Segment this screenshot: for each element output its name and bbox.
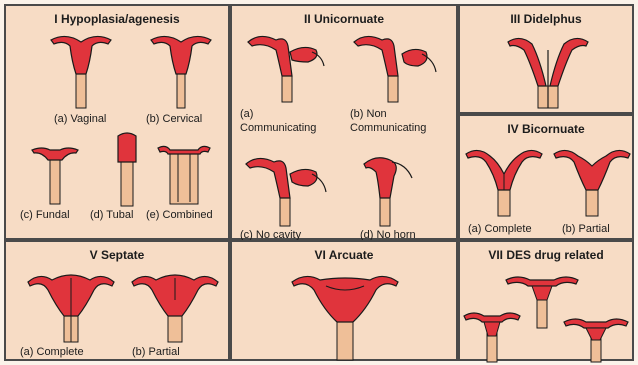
uterus-bicornuate-complete-figure [464,144,544,218]
uterus-vaginal-hypoplasia-figure [46,32,116,112]
label-fundal: (c) Fundal [20,209,70,222]
uterus-cervical-hypoplasia-figure [146,32,216,112]
label-communicating: Communicating [240,122,316,135]
uterus-unicornuate-no-horn-figure [360,152,420,228]
label-communicating-b: Communicating [350,122,426,135]
uterus-unicornuate-non-communicating-figure [352,32,438,104]
uterus-bicornuate-partial-figure [552,144,632,218]
panel-didelphus: III Didelphus [458,4,634,114]
uterus-unicornuate-no-cavity-figure [244,152,330,228]
panel-unicornuate: II Unicornuate (a) Communicating (b) Non… [230,4,458,240]
panel-title-hypoplasia: I Hypoplasia/agenesis [6,12,228,26]
uterus-fundal-hypoplasia-figure [30,140,80,206]
panel-arcuate: VI Arcuate [230,240,458,361]
panel-title-arcuate: VI Arcuate [232,248,456,262]
uterus-arcuate-figure [290,268,400,360]
panel-title-des: VII DES drug related [460,248,632,262]
label-cervical: (b) Cervical [146,113,202,126]
uterus-unicornuate-communicating-figure [246,32,326,104]
label-bicornuate-partial: (b) Partial [562,223,610,236]
panel-title-bicornuate: IV Bicornuate [460,122,632,136]
label-septate-partial: (b) Partial [132,346,180,359]
label-vaginal: (a) Vaginal [54,113,106,126]
panel-title-didelphus: III Didelphus [460,12,632,26]
uterus-combined-hypoplasia-figure [156,140,212,206]
uterus-des-right-figure [562,314,630,362]
uterus-des-left-figure [462,308,522,362]
panel-septate: V Septate (a) Complete (b) Partial [4,240,230,361]
panel-hypoplasia-agenesis: I Hypoplasia/agenesis (a) Vaginal (b) Ce… [4,4,230,240]
panel-bicornuate: IV Bicornuate (a) Complete (b) Partial [458,114,634,240]
label-combined: (e) Combined [146,209,213,222]
uterus-septate-partial-figure [130,268,220,344]
label-b-non: (b) Non [350,108,387,121]
label-bicornuate-complete: (a) Complete [468,223,532,236]
uterus-tubal-hypoplasia-figure [112,132,142,208]
uterus-septate-complete-figure [26,268,116,344]
uterus-didelphus-figure [504,30,592,110]
panel-des-drug-related: VII DES drug related [458,240,634,361]
label-a: (a) [240,108,253,121]
panel-title-unicornuate: II Unicornuate [232,12,456,26]
label-septate-complete: (a) Complete [20,346,84,359]
panel-title-septate: V Septate [6,248,228,262]
label-tubal: (d) Tubal [90,209,133,222]
